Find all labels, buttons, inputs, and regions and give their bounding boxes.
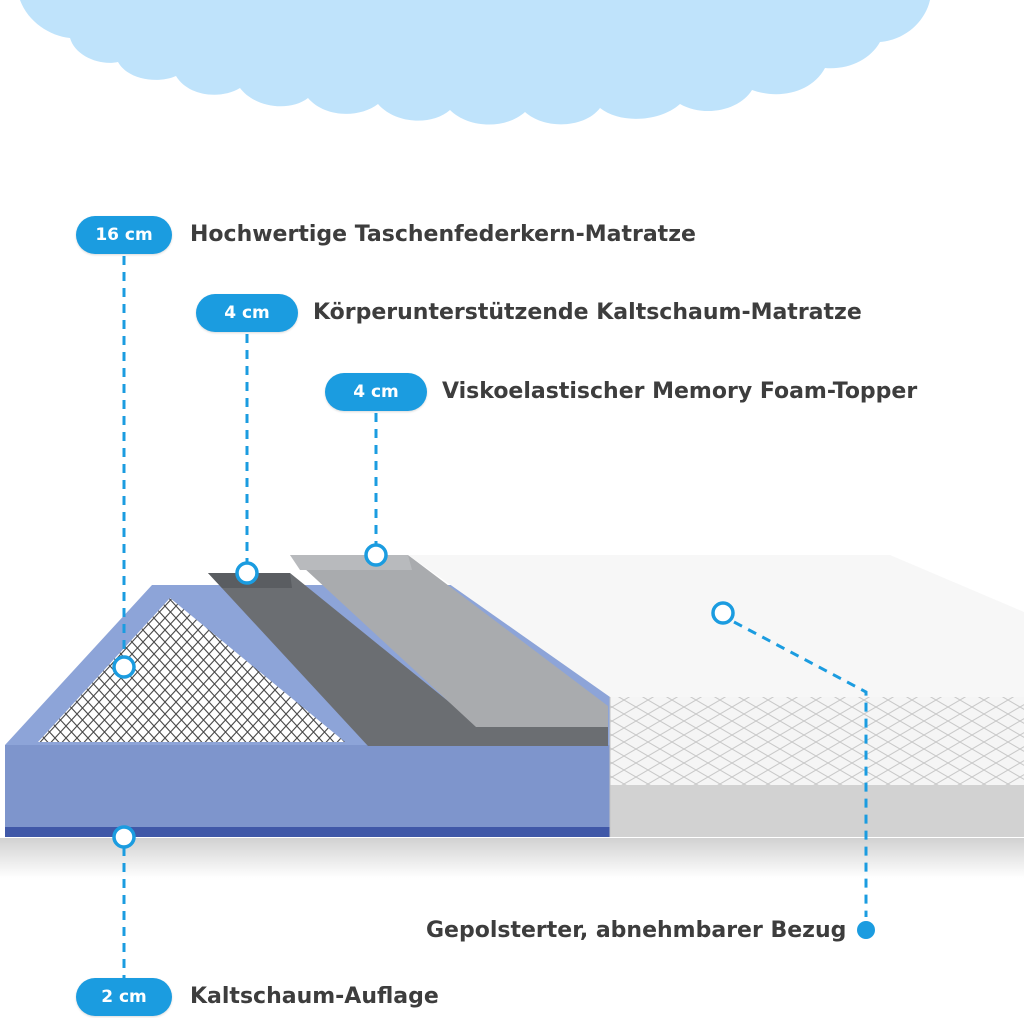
label-cover: Gepolsterter, abnehmbarer Bezug <box>426 918 847 943</box>
thickness-badge-spring-core: 16 cm <box>76 216 172 254</box>
marker-cold-foam <box>235 561 259 585</box>
leader-lines <box>122 256 868 978</box>
label-base-layer: Kaltschaum-Auflage <box>190 984 439 1009</box>
marker-memory-foam <box>364 543 388 567</box>
marker-spring-core <box>112 655 136 679</box>
label-memory-foam: Viskoelastischer Memory Foam-Topper <box>442 379 918 404</box>
label-cold-foam: Körperunterstützende Kaltschaum-Matratze <box>313 300 862 325</box>
floor-shadow <box>0 838 1024 878</box>
thickness-badge-memory-foam: 4 cm <box>325 373 427 411</box>
thickness-badge-cold-foam: 4 cm <box>196 294 298 332</box>
label-spring-core: Hochwertige Taschenfederkern-Matratze <box>190 222 696 247</box>
cover-block <box>408 555 1024 837</box>
cover-label-dot <box>857 921 875 939</box>
taschenfederkern-layer <box>38 598 345 742</box>
marker-base-layer <box>112 825 136 849</box>
marker-cover <box>711 601 735 625</box>
thickness-badge-base-layer: 2 cm <box>76 978 172 1016</box>
cloud-banner <box>20 0 930 125</box>
